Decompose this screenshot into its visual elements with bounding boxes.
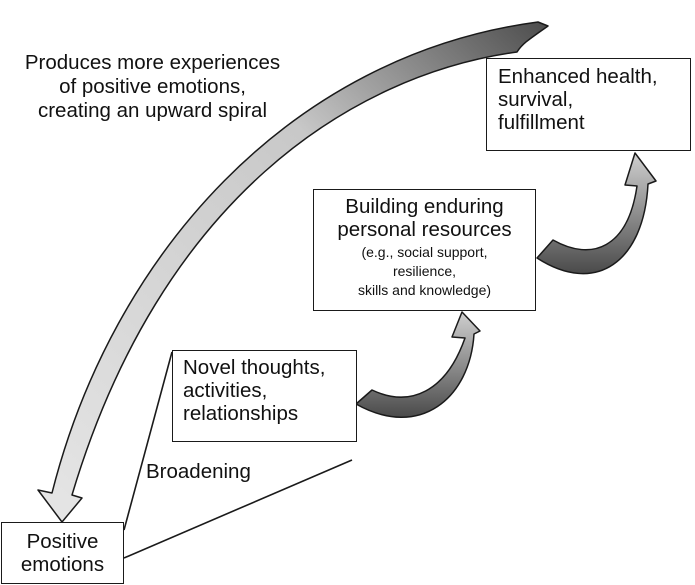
building-resources-detail-2: resilience,: [392, 263, 457, 279]
enhanced-health-line-2: survival,: [498, 88, 574, 111]
building-resources-detail-3: skills and knowledge): [357, 282, 492, 298]
box-novel-thoughts: Novel thoughts, activities, relationship…: [172, 350, 357, 442]
novel-thoughts-line-1: Novel thoughts,: [183, 356, 326, 379]
building-resources-line-2: personal resources: [337, 218, 512, 241]
positive-emotions-line-1: Positive: [26, 530, 99, 553]
spiral-caption-line-2: of positive emotions,: [59, 75, 246, 98]
box-enhanced-health: Enhanced health, survival, fulfillment: [486, 58, 691, 151]
box-building-resources: Building enduring personal resources (e.…: [313, 189, 536, 311]
novel-thoughts-line-3: relationships: [183, 402, 299, 425]
spiral-caption: Produces more experiences of positive em…: [0, 51, 305, 123]
enhanced-health-line-1: Enhanced health,: [498, 65, 658, 88]
spiral-caption-line-1: Produces more experiences: [24, 51, 281, 74]
broadening-line-upper: [123, 351, 173, 531]
spiral-caption-line-3: creating an upward spiral: [37, 99, 268, 122]
arrow-novel-to-resources: [355, 311, 481, 418]
novel-thoughts-line-2: activities,: [183, 379, 268, 402]
arrow-resources-to-health: [536, 152, 657, 275]
broadening-line-lower: [123, 459, 353, 559]
positive-emotions-line-2: emotions: [20, 553, 105, 576]
enhanced-health-line-3: fulfillment: [498, 111, 585, 134]
box-positive-emotions: Positive emotions: [1, 522, 124, 584]
broadening-label: Broadening: [146, 460, 251, 483]
building-resources-detail-1: (e.g., social support,: [361, 244, 488, 260]
upward-spiral-arrow: [37, 21, 549, 523]
building-resources-line-1: Building enduring: [345, 195, 504, 218]
